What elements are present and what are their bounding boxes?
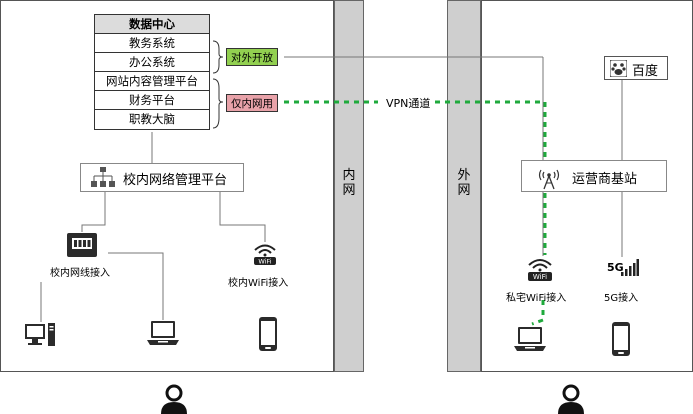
campus-wifi-label: 校内WiFi接入 [228,278,289,289]
brace-internal [212,78,224,129]
extranet-wall [447,0,481,372]
data-center-table: 数据中心 教务系统 办公系统 网站内容管理平台 财务平台 职教大脑 [94,14,210,130]
internal-tag: 仅内网用 [226,94,278,112]
desktop-icon [25,323,55,346]
system-finance: 财务平台 [95,91,209,110]
outside-user-icon [558,384,584,414]
carrier-station-label: 运营商基站 [572,172,638,187]
system-office: 办公系统 [95,53,209,72]
home-wifi-icon-text: WiFi [533,273,547,281]
extranet-label: 外网 [457,168,471,198]
router-laptop-link [108,252,164,320]
home-laptop-icon [514,327,546,351]
home-wifi-icon: WiFi [528,259,552,281]
router-icon [67,233,97,257]
baidu-paw-icon [610,60,627,77]
platform-wifi-link [219,192,266,242]
data-center-title: 数据中心 [95,15,209,34]
platform-router-link [81,192,106,232]
five-g-badge: 5G [607,261,624,274]
campus-user-icon [161,384,187,414]
wired-access-label: 校内网线接入 [50,268,110,279]
network-icon [91,167,115,187]
vpn-label: VPN通道 [384,95,433,111]
campus-wifi-icon-text: WiFi [258,258,271,266]
signal-bars-icon [621,259,639,276]
tower-icon [538,169,560,190]
system-cms: 网站内容管理平台 [95,72,209,91]
vpn-line-right [435,100,547,160]
five-g-phone-icon [612,322,630,356]
campus-wifi-icon: WiFi [254,244,276,266]
vpn-line-home [531,300,545,326]
home-wifi-label: 私宅WiFi接入 [506,293,567,304]
baidu-box: 百度 [604,56,668,80]
campus-phone-icon [259,317,277,351]
intranet-label: 内网 [342,168,356,198]
system-brain: 职教大脑 [129,112,175,126]
brace-external [212,40,224,74]
carrier-station-box: 运营商基站 [521,160,667,192]
baidu-label: 百度 [632,64,659,79]
system-academic: 教务系统 [95,34,209,53]
campus-platform-box: 校内网络管理平台 [80,163,244,192]
external-tag: 对外开放 [226,48,278,66]
campus-platform-label: 校内网络管理平台 [123,173,228,188]
campus-laptop-icon [147,321,179,345]
five-g-label: 5G接入 [604,293,639,304]
intranet-wall [334,0,364,372]
